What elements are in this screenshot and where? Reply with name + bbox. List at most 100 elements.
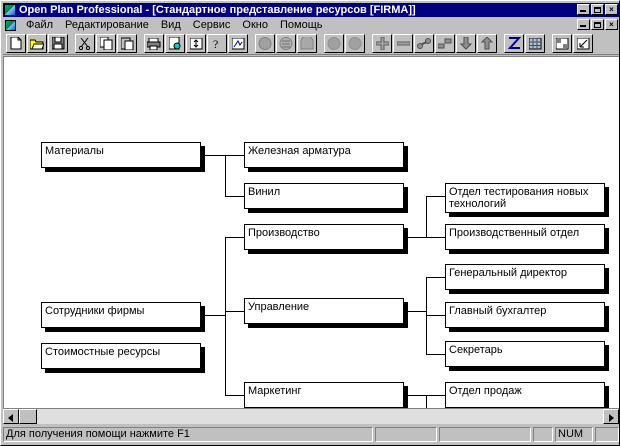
arrow-up-icon-button[interactable]: [477, 34, 497, 53]
diagram-node-label: Главный бухгалтер: [449, 305, 547, 317]
ellipse-pattern-icon-button[interactable]: [276, 34, 296, 53]
diagram-node-sekretar[interactable]: Секретарь: [445, 341, 605, 367]
scrollbar-track[interactable]: [19, 409, 603, 424]
diagram-node-gen-direktor[interactable]: Генеральный директор: [445, 264, 605, 290]
connector-line: [408, 237, 427, 238]
diagram-node-proizv-otdel[interactable]: Производственный отдел: [445, 224, 605, 250]
connector-line: [426, 237, 445, 238]
svg-text:?: ?: [213, 37, 218, 50]
child-restore-button[interactable]: [591, 19, 604, 30]
status-panel-4: [595, 427, 619, 442]
menu-item-file[interactable]: Файл: [26, 18, 54, 31]
cut-scissors-icon-button[interactable]: [75, 34, 95, 53]
paste-icon-button[interactable]: [117, 34, 137, 53]
circle-gray-icon-button[interactable]: [324, 34, 344, 53]
horizontal-scrollbar[interactable]: [3, 408, 619, 424]
title-bar[interactable]: Open Plan Professional - [Стандартное пр…: [3, 3, 619, 17]
diagram-node-otdel-test[interactable]: Отдел тестирования новых технологий: [445, 183, 605, 213]
connector-line: [205, 315, 226, 316]
help-question-icon-button[interactable]: ?: [207, 34, 227, 53]
status-panel-2: [439, 427, 531, 442]
status-message: Для получения помощи нажмите F1: [3, 427, 373, 442]
diagram-node-gl-buhgalter[interactable]: Главный бухгалтер: [445, 302, 605, 328]
diagram-node-label: Производственный отдел: [449, 227, 580, 239]
menu-item-window[interactable]: Окно: [242, 18, 268, 31]
zigzag-icon-button[interactable]: [504, 34, 524, 53]
ellipse-filled-icon-button[interactable]: [255, 34, 275, 53]
link-icon-button[interactable]: [414, 34, 434, 53]
grid-table-icon-button[interactable]: [525, 34, 545, 53]
diagram-node-upravlenie[interactable]: Управление: [244, 298, 404, 324]
print-preview-icon-button[interactable]: [165, 34, 185, 53]
child-close-button[interactable]: ×: [605, 19, 618, 30]
connector-line: [426, 277, 445, 278]
step-icon-button[interactable]: [435, 34, 455, 53]
connector-line: [426, 354, 445, 355]
connector-line: [426, 315, 445, 316]
diagram-node-materialy[interactable]: Материалы: [41, 142, 201, 168]
app-icon: [4, 4, 16, 16]
close-button[interactable]: ×: [605, 4, 618, 15]
diagram-node-vinil[interactable]: Винил: [244, 183, 404, 209]
minimize-button[interactable]: [577, 4, 590, 15]
copy-icon-button[interactable]: [96, 34, 116, 53]
diagram-node-stoim-resursy[interactable]: Стоимостные ресурсы: [41, 343, 201, 369]
diagram-node-zhel-armatura[interactable]: Железная арматура: [244, 142, 404, 168]
plus-icon-button[interactable]: [372, 34, 392, 53]
minus-icon-button[interactable]: [393, 34, 413, 53]
print-icon-button[interactable]: [144, 34, 164, 53]
restore-button[interactable]: [591, 4, 604, 15]
new-document-icon-button[interactable]: [6, 34, 26, 53]
connector-line: [426, 395, 427, 408]
menu-item-help[interactable]: Помощь: [279, 18, 323, 31]
window-title: Open Plan Professional - [Стандартное пр…: [19, 3, 416, 16]
diagram-node-otdel-prodazh[interactable]: Отдел продаж: [445, 382, 605, 408]
child-window-controls: ×: [576, 19, 618, 30]
scroll-right-arrow-icon[interactable]: [603, 409, 619, 424]
child-minimize-button[interactable]: [577, 19, 590, 30]
diagram-node-proizvodstvo[interactable]: Производство: [244, 224, 404, 250]
connector-line: [426, 196, 445, 197]
document-icon[interactable]: [5, 19, 16, 31]
arrow-down-icon-button[interactable]: [456, 34, 476, 53]
diagram-node-label: Управление: [248, 301, 310, 313]
connector-line: [205, 155, 226, 156]
diagram-node-label: Маркетинг: [248, 385, 302, 397]
save-disk-icon-button[interactable]: [48, 34, 68, 53]
scrollbar-thumb[interactable]: [19, 409, 37, 424]
scroll-left-arrow-icon[interactable]: [3, 409, 19, 424]
find-icon-button[interactable]: [228, 34, 248, 53]
status-panel-1: [375, 427, 437, 442]
status-bar: Для получения помощи нажмите F1 NUM: [3, 426, 619, 443]
connector-line: [426, 395, 445, 396]
diagram-node-label: Материалы: [45, 145, 104, 157]
connector-line: [225, 196, 244, 197]
open-folder-icon-button[interactable]: [27, 34, 47, 53]
diagram-node-label: Винил: [248, 186, 281, 198]
diagram-node-label: Производство: [248, 227, 320, 239]
menu-item-edit[interactable]: Редактирование: [65, 18, 149, 31]
status-panel-3: [533, 427, 553, 442]
layout-icon-button[interactable]: [552, 34, 572, 53]
window-controls: ×: [576, 4, 618, 15]
toolbar: ?: [3, 33, 619, 55]
diagram-node-label: Отдел продаж: [449, 385, 522, 397]
diagram-node-marketing[interactable]: Маркетинг: [244, 382, 404, 408]
diagram-node-label: Сотрудники фирмы: [45, 305, 145, 317]
diagram-node-sotrudniki[interactable]: Сотрудники фирмы: [41, 302, 201, 328]
menu-item-view[interactable]: Вид: [160, 18, 181, 31]
connector-line: [426, 196, 427, 237]
menu-item-tools[interactable]: Сервис: [192, 18, 231, 31]
resize-icon-button[interactable]: [573, 34, 593, 53]
connector-line: [225, 395, 244, 396]
connector-line: [408, 395, 427, 396]
sort-icon-button[interactable]: [186, 34, 206, 53]
diagram-node-label: Стоимостные ресурсы: [45, 346, 161, 358]
diagram-node-label: Генеральный директор: [449, 267, 567, 279]
circle-gray2-icon-button[interactable]: [345, 34, 365, 53]
rounded-shape-icon-button[interactable]: [297, 34, 317, 53]
connector-line: [408, 311, 427, 312]
